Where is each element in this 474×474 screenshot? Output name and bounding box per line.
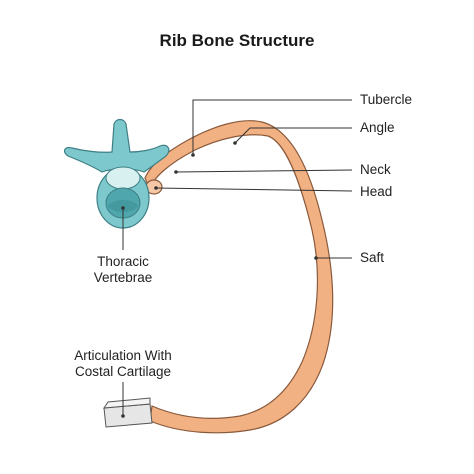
costal-cartilage xyxy=(103,397,153,428)
rib-bone xyxy=(144,120,334,434)
thoracic-vertebra xyxy=(63,118,170,229)
label-saft: Saft xyxy=(360,250,385,265)
label-tubercle: Tubercle xyxy=(360,92,413,107)
leader-angle xyxy=(234,127,352,144)
leader-neck xyxy=(175,169,353,173)
label-articulation: Articulation With Costal Cartilage xyxy=(58,348,188,380)
label-thoracic-line1: Thoracic xyxy=(97,254,149,269)
label-articulation-line1: Articulation With xyxy=(74,348,172,363)
label-thoracic-line2: Vertebrae xyxy=(93,270,153,285)
diagram-title: Rib Bone Structure xyxy=(159,31,315,50)
label-thoracic-vertebrae: Thoracic Vertebrae xyxy=(73,254,173,286)
label-angle: Angle xyxy=(360,120,395,135)
label-articulation-line2: Costal Cartilage xyxy=(74,364,172,379)
leader-head xyxy=(155,187,353,192)
label-head: Head xyxy=(360,184,393,199)
leader-tubercle xyxy=(192,99,352,155)
label-neck: Neck xyxy=(360,162,391,177)
